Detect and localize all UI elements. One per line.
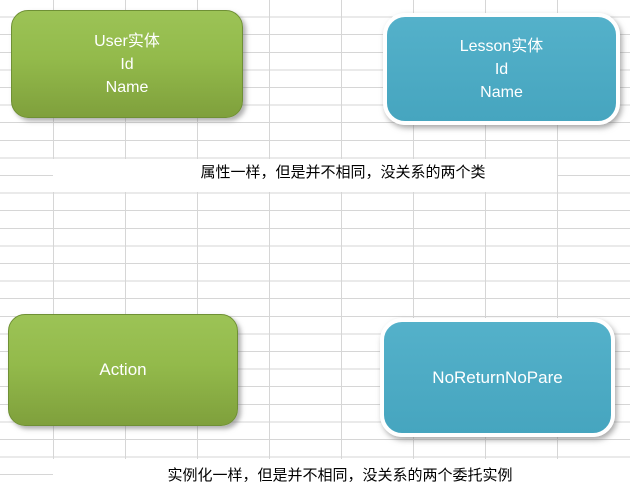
entity-box-user[interactable]: User实体 Id Name (11, 10, 243, 118)
entity-box-user-title: User实体 (94, 32, 160, 50)
entity-box-user-field-id: Id (120, 55, 134, 73)
gridline-mask-bottom-caption (53, 459, 630, 492)
caption-delegates-note: 实例化一样，但是并不相同，没关系的两个委托实例 (167, 466, 513, 484)
entity-box-user-field-name: Name (105, 78, 149, 96)
entity-box-lesson-title: Lesson实体 (459, 37, 544, 55)
delegate-box-noreturnnopare-label: NoReturnNoPare (432, 367, 563, 387)
entity-box-lesson-field-id: Id (494, 60, 509, 78)
entity-box-lesson[interactable]: Lesson实体 Id Name (383, 13, 620, 125)
gridline-mask-top-caption (53, 159, 557, 192)
delegate-box-noreturnnopare[interactable]: NoReturnNoPare (380, 318, 615, 437)
delegate-box-action[interactable]: Action (8, 314, 238, 426)
entity-box-lesson-field-name: Name (480, 83, 523, 101)
delegate-box-action-label: Action (99, 360, 147, 379)
caption-classes-note: 属性一样，但是并不相同，没关系的两个类 (200, 163, 486, 181)
